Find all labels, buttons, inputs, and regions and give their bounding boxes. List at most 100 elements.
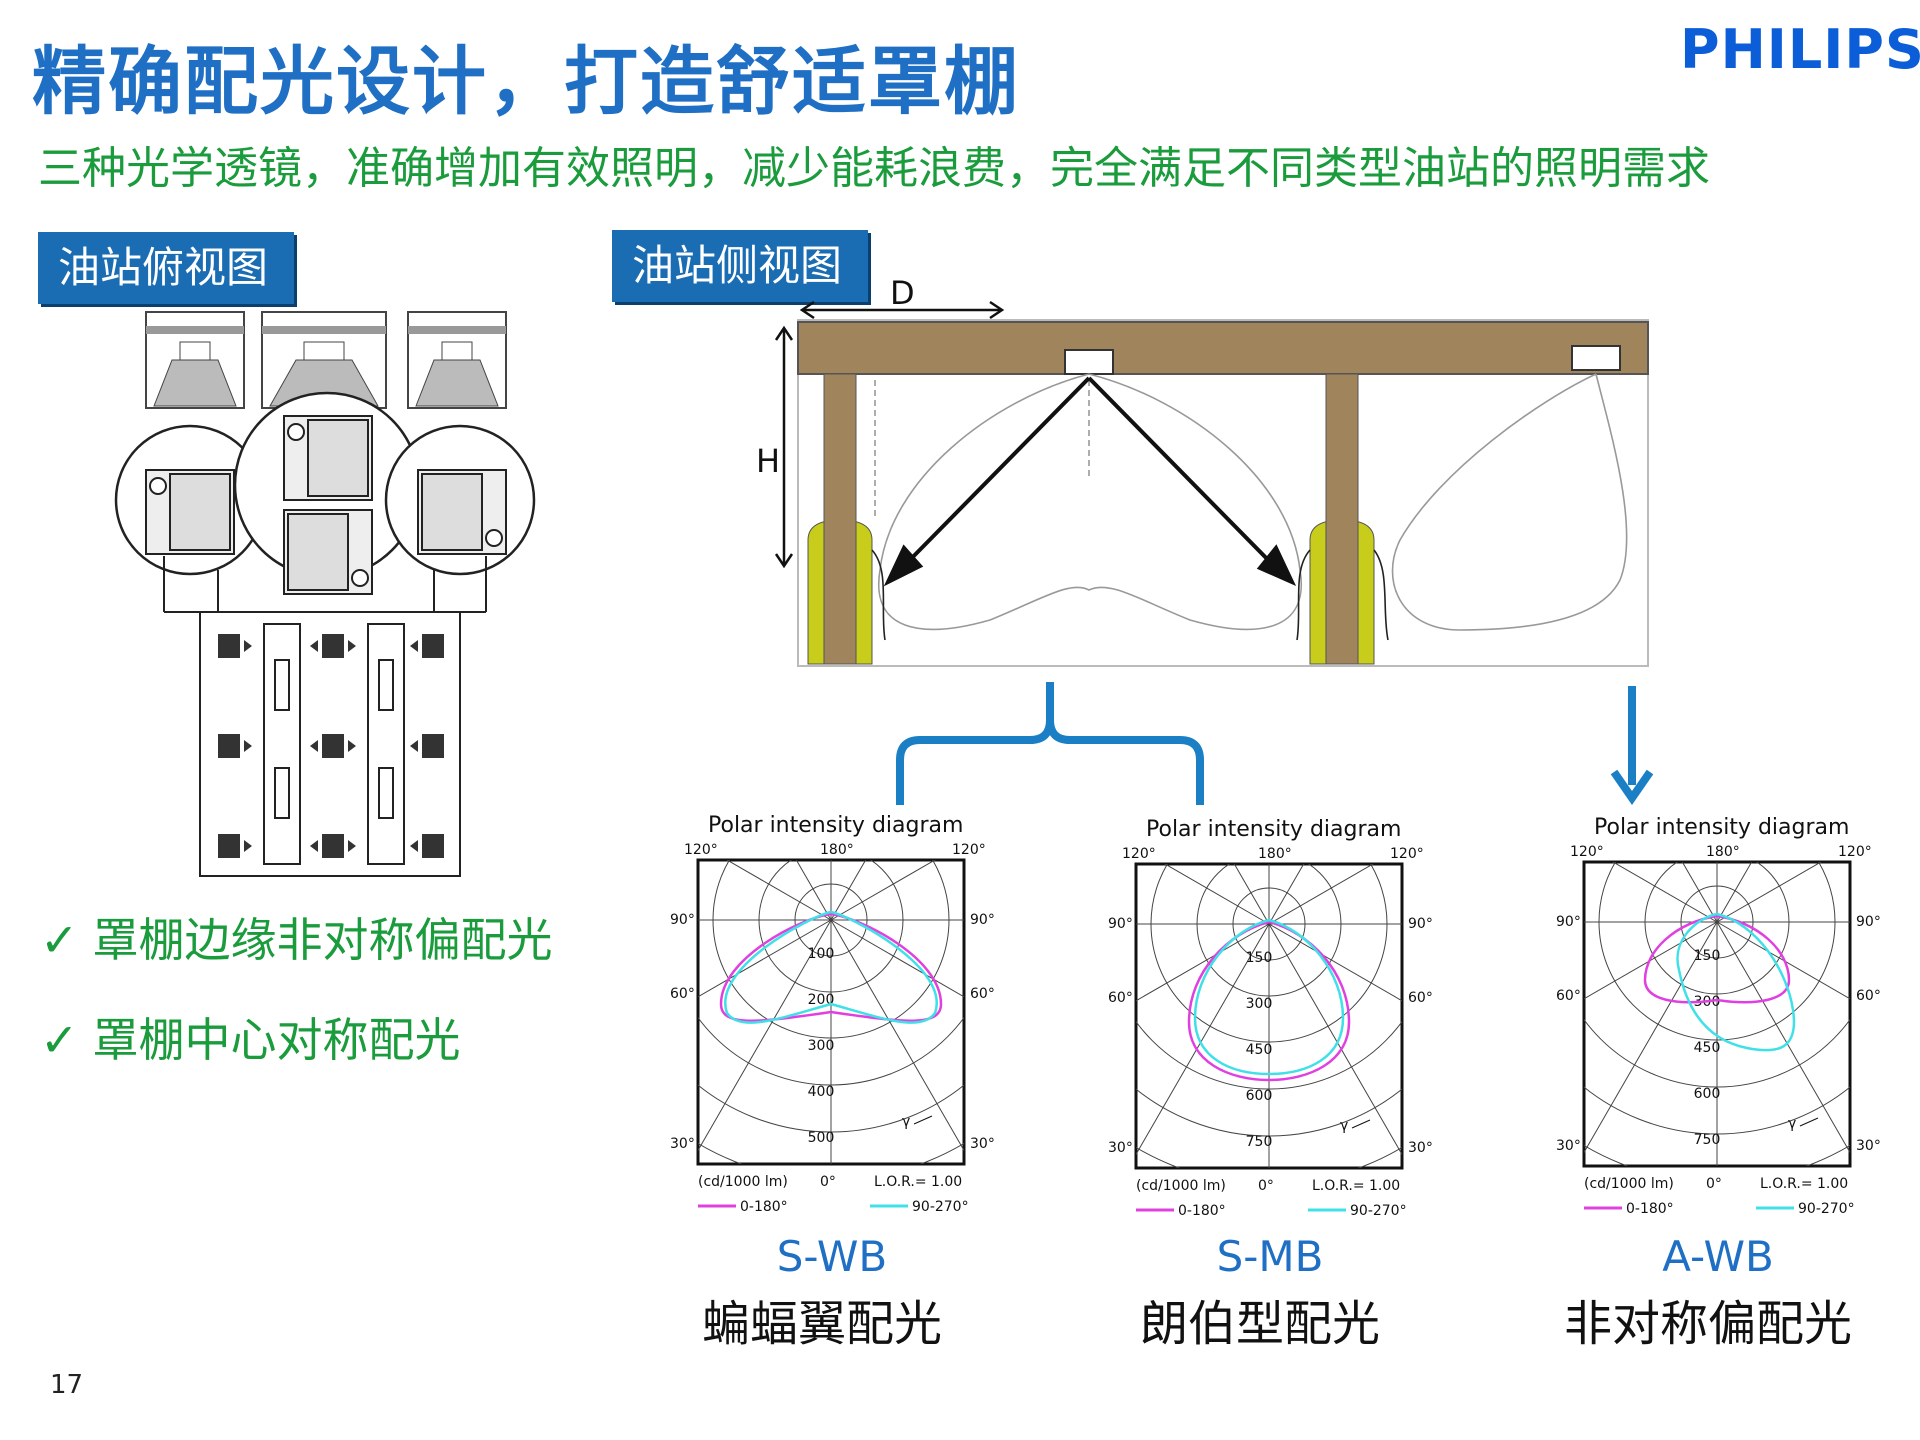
ring-label: 600 — [1246, 1088, 1273, 1104]
lens-panels — [145, 415, 507, 595]
luminaire-center — [1064, 349, 1114, 375]
zero-label: 0° — [820, 1174, 836, 1190]
distribution-type-label: 朗伯型配光 — [1139, 1296, 1380, 1352]
curve-0-180 — [719, 912, 943, 1022]
ring-label: 150 — [1246, 950, 1273, 966]
slide-subtitle: 三种光学透镜，准确增加有效照明，减少能耗浪费，完全满足不同类型油站的照明需求 — [38, 143, 1710, 194]
canopy-plan — [163, 556, 487, 882]
angle-label: 120° — [1570, 844, 1604, 860]
check-icon: ✓ — [40, 913, 79, 967]
angle-label: 60° — [670, 986, 695, 1002]
angle-label: 30° — [1108, 1140, 1133, 1156]
polar-title: Polar intensity diagram — [708, 813, 963, 838]
ring-label: 300 — [808, 1038, 835, 1054]
lor-label: L.O.R.= 1.00 — [1312, 1178, 1400, 1194]
angle-label: 90° — [970, 912, 995, 928]
gamma-arrow-icon — [1799, 1117, 1819, 1127]
connector-graphics — [896, 682, 1654, 806]
arrow-down-icon — [1610, 769, 1654, 806]
check-item-text: 罩棚中心对称配光 — [92, 1013, 461, 1067]
angle-label: 180° — [1258, 846, 1292, 862]
legend-magenta-label: 0-180° — [1178, 1203, 1226, 1219]
bracket-right — [1046, 719, 1204, 805]
angle-label: 30° — [1408, 1140, 1433, 1156]
legend-magenta-label: 0-180° — [740, 1199, 788, 1215]
distribution-type-label: 蝙蝠翼配光 — [701, 1296, 942, 1352]
model-label: S-WB — [776, 1232, 888, 1281]
angle-label: 90° — [1408, 916, 1433, 932]
dimension-d-label: D — [890, 280, 915, 312]
unit-label: (cd/1000 lm) — [698, 1174, 788, 1190]
curve-0-180 — [1187, 920, 1351, 1082]
model-label: A-WB — [1662, 1232, 1774, 1281]
legend-cyan-label: 90-270° — [1798, 1201, 1855, 1217]
luminaire-edge — [1571, 345, 1621, 371]
angle-label: 60° — [1108, 990, 1133, 1006]
angle-label: 60° — [1556, 988, 1581, 1004]
curve-90-270 — [1676, 912, 1796, 1052]
beam-arrows — [883, 376, 1297, 587]
angle-label: 120° — [684, 842, 718, 858]
gamma-label: γ — [1788, 1116, 1796, 1132]
ring-label: 500 — [808, 1130, 835, 1146]
curve-90-270 — [1193, 918, 1345, 1076]
bracket-left — [896, 682, 1054, 805]
legend-magenta-label: 0-180° — [1626, 1201, 1674, 1217]
dimension-arrows — [774, 300, 1005, 569]
zero-label: 0° — [1706, 1176, 1722, 1192]
gamma-label: γ — [902, 1114, 910, 1130]
polar-grid — [1584, 862, 1850, 1166]
angle-label: 180° — [820, 842, 854, 858]
distribution-type-label: 非对称偏配光 — [1563, 1296, 1852, 1352]
check-item-text: 罩棚边缘非对称偏配光 — [92, 913, 553, 967]
angle-label: 60° — [1856, 988, 1881, 1004]
angle-label: 60° — [1408, 990, 1433, 1006]
ring-label: 450 — [1246, 1042, 1273, 1058]
polar-diagram-s-mb: Polar intensity diagram 120° 180° 120° 90° 90… — [1108, 817, 1433, 1219]
angle-label: 30° — [670, 1136, 695, 1152]
ring-label: 450 — [1694, 1040, 1721, 1056]
luminaire-markers — [218, 634, 444, 858]
ring-label: 750 — [1246, 1134, 1273, 1150]
curve-90-270 — [724, 910, 938, 1024]
ring-label: 300 — [1246, 996, 1273, 1012]
polar-title: Polar intensity diagram — [1594, 815, 1849, 840]
light-distribution-curves — [871, 373, 1628, 641]
angle-label: 90° — [1108, 916, 1133, 932]
unit-label: (cd/1000 lm) — [1136, 1178, 1226, 1194]
legend-cyan-label: 90-270° — [912, 1199, 969, 1215]
angle-label: 180° — [1706, 844, 1740, 860]
polar-title: Polar intensity diagram — [1146, 817, 1401, 842]
angle-label: 30° — [1856, 1138, 1881, 1154]
slide-title: 精确配光设计，打造舒适罩棚 — [32, 39, 1020, 125]
top-view-diagram — [114, 311, 536, 882]
page-number: 17 — [50, 1370, 84, 1400]
polar-grid — [698, 860, 964, 1164]
ring-label: 150 — [1694, 948, 1721, 964]
polar-grid — [1136, 864, 1402, 1168]
angle-label: 30° — [1556, 1138, 1581, 1154]
ring-label: 600 — [1694, 1086, 1721, 1102]
angle-label: 90° — [1856, 914, 1881, 930]
model-label: S-MB — [1216, 1232, 1324, 1281]
angle-label: 30° — [970, 1136, 995, 1152]
angle-label: 120° — [1122, 846, 1156, 862]
polar-diagram-a-wb: Polar intensity diagram120°180°120°90°90… — [1556, 815, 1881, 1217]
angle-label: 120° — [1390, 846, 1424, 862]
unit-label: (cd/1000 lm) — [1584, 1176, 1674, 1192]
gamma-arrow-icon — [913, 1115, 933, 1125]
check-item-center: ✓罩棚中心对称配光 — [40, 1004, 461, 1070]
ring-label: 400 — [808, 1084, 835, 1100]
canopy-outline — [797, 319, 1649, 667]
legend-cyan-label: 90-270° — [1350, 1203, 1407, 1219]
angle-label: 90° — [670, 912, 695, 928]
lor-label: L.O.R.= 1.00 — [874, 1174, 962, 1190]
curve-0-180 — [1643, 914, 1791, 1004]
ring-label: 100 — [808, 946, 835, 962]
angle-label: 90° — [1556, 914, 1581, 930]
angle-label: 120° — [952, 842, 986, 858]
zero-label: 0° — [1258, 1178, 1274, 1194]
angle-label: 60° — [970, 986, 995, 1002]
check-item-edge: ✓罩棚边缘非对称偏配光 — [40, 904, 553, 970]
check-icon: ✓ — [40, 1013, 79, 1067]
